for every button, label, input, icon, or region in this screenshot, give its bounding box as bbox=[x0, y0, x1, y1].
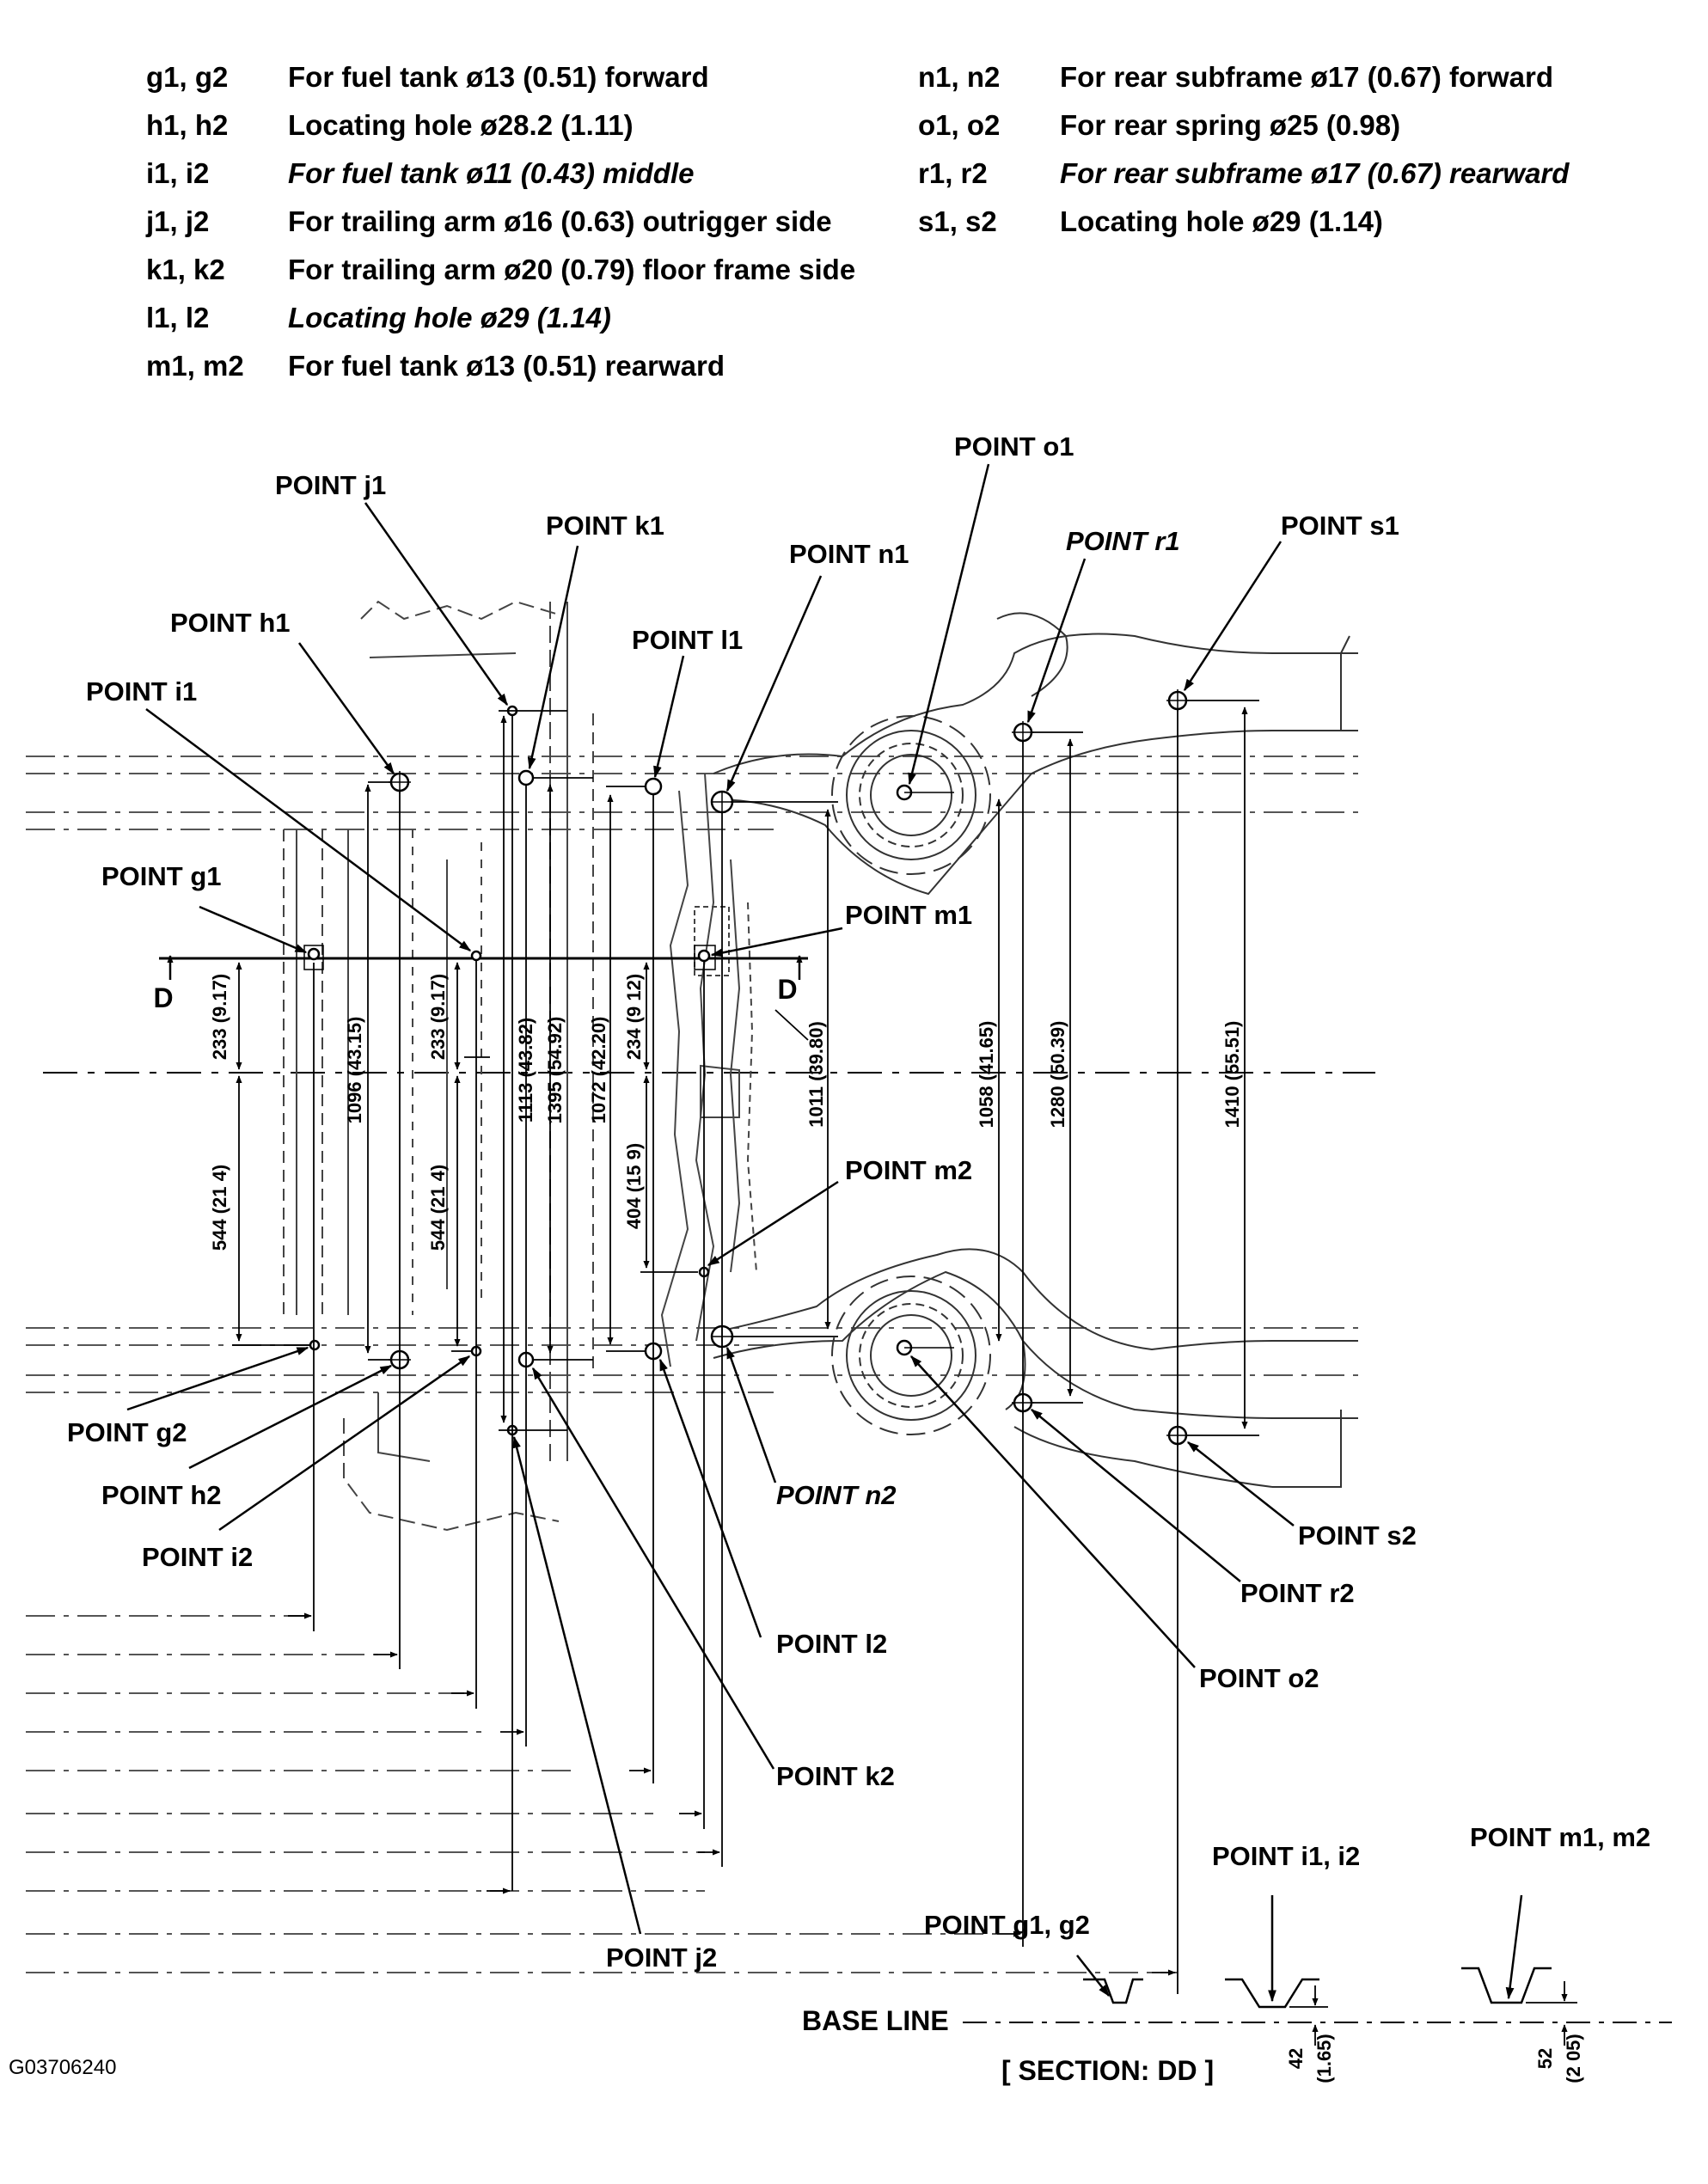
label-point-g1: POINT g1 bbox=[101, 861, 222, 891]
tunnel-outline bbox=[660, 773, 757, 1367]
dim-1280-r: 1280 (50.39) bbox=[1047, 1021, 1068, 1129]
hole-k1 bbox=[517, 769, 535, 786]
dim-1410-s: 1410 (55.51) bbox=[1221, 1021, 1243, 1129]
dim-1395-j: 1395 (54.92) bbox=[544, 1017, 566, 1124]
legend-desc: Locating hole ø29 (1.14) bbox=[288, 302, 611, 333]
dim-42-in: (1.65) bbox=[1313, 2034, 1335, 2083]
figure-id: G03706240 bbox=[9, 2056, 117, 2079]
spring-seat-lower bbox=[831, 1276, 991, 1435]
hole-l1 bbox=[644, 777, 663, 796]
dimension-lines bbox=[232, 700, 1259, 1436]
label-point-h1: POINT h1 bbox=[170, 608, 291, 638]
profile-g bbox=[1083, 1978, 1143, 2004]
legend-key: l1, l2 bbox=[146, 302, 210, 333]
label-point-l2: POINT l2 bbox=[776, 1629, 887, 1659]
hole-i1 bbox=[470, 950, 482, 962]
dim-234-m1: 234 (9 12) bbox=[623, 974, 645, 1060]
section-marker-d-right: D bbox=[777, 974, 797, 1005]
dim-42: 42 bbox=[1285, 2048, 1307, 2069]
legend-key: m1, m2 bbox=[146, 350, 244, 382]
dim-1011-n: 1011 (39.80) bbox=[805, 1021, 827, 1128]
label-point-i1-i2: POINT i1, i2 bbox=[1212, 1841, 1360, 1871]
label-point-g2: POINT g2 bbox=[67, 1417, 187, 1447]
floor-frame-outline bbox=[283, 600, 594, 1532]
profile-i bbox=[1225, 1978, 1319, 2009]
label-point-s2: POINT s2 bbox=[1298, 1520, 1417, 1551]
label-point-i2: POINT i2 bbox=[142, 1542, 253, 1572]
legend-desc: Locating hole ø29 (1.14) bbox=[1060, 205, 1383, 237]
label-point-i1: POINT i1 bbox=[86, 676, 197, 707]
dim-1058-o: 1058 (41.65) bbox=[976, 1021, 997, 1129]
label-point-h2: POINT h2 bbox=[101, 1480, 222, 1510]
dim-233-g1: 233 (9.17) bbox=[209, 974, 230, 1060]
label-point-o2: POINT o2 bbox=[1199, 1663, 1319, 1693]
hole-g1 bbox=[307, 947, 321, 961]
dim-52: 52 bbox=[1534, 2048, 1556, 2069]
spring-seat-upper bbox=[831, 715, 991, 875]
legend-key: s1, s2 bbox=[918, 205, 997, 237]
label-point-n1: POINT n1 bbox=[789, 539, 909, 569]
hole-m1 bbox=[697, 949, 711, 963]
legend-desc: For rear subframe ø17 (0.67) forward bbox=[1060, 61, 1554, 93]
legend-table: g1, g2 For fuel tank ø13 (0.51) forward … bbox=[0, 0, 1708, 404]
label-point-s1: POINT s1 bbox=[1281, 511, 1399, 541]
legend-key: o1, o2 bbox=[918, 109, 1001, 141]
profile-m bbox=[1461, 1967, 1552, 2004]
m1-bracket bbox=[694, 945, 716, 970]
dim-544-g2: 544 (21 4) bbox=[209, 1165, 230, 1251]
legend-key: j1, j2 bbox=[146, 205, 210, 237]
section-marker-d-left: D bbox=[153, 982, 173, 1013]
legend-desc: For trailing arm ø20 (0.79) floor frame … bbox=[288, 254, 856, 285]
label-point-r1: POINT r1 bbox=[1066, 526, 1180, 556]
label-point-g1-g2: POINT g1, g2 bbox=[924, 1910, 1090, 1940]
dim-1113-k: 1113 (43.82) bbox=[515, 1018, 536, 1123]
leader-lines bbox=[126, 463, 1295, 1935]
legend-desc: For fuel tank ø13 (0.51) forward bbox=[288, 61, 709, 93]
legend-desc: For trailing arm ø16 (0.63) outrigger si… bbox=[288, 205, 832, 237]
legend-desc: For fuel tank ø13 (0.51) rearward bbox=[288, 350, 725, 382]
hole-crosshairs bbox=[389, 689, 1189, 1447]
section-dd-view: BASE LINE [ SECTION: DD ] POINT g1, g2 P… bbox=[802, 1822, 1672, 2086]
legend-desc: For fuel tank ø11 (0.43) middle bbox=[288, 157, 695, 189]
rear-subframe-outline bbox=[713, 612, 1358, 1488]
label-point-o1: POINT o1 bbox=[954, 431, 1074, 462]
label-point-m1: POINT m1 bbox=[845, 900, 972, 930]
dim-52-in: (2 05) bbox=[1563, 2034, 1584, 2083]
hole-g2 bbox=[309, 1339, 321, 1351]
dim-404-m2: 404 (15 9) bbox=[623, 1143, 645, 1229]
label-point-j2: POINT j2 bbox=[606, 1942, 717, 1973]
label-point-j1: POINT j1 bbox=[275, 470, 386, 500]
label-point-m2: POINT m2 bbox=[845, 1155, 972, 1185]
label-point-k1: POINT k1 bbox=[546, 511, 664, 541]
legend-desc: For rear subframe ø17 (0.67) rearward bbox=[1060, 157, 1570, 189]
body-outline bbox=[26, 756, 1358, 1973]
dim-233-i1: 233 (9.17) bbox=[427, 974, 449, 1060]
label-point-n2: POINT n2 bbox=[776, 1480, 897, 1510]
label-point-m1-m2: POINT m1, m2 bbox=[1470, 1822, 1650, 1852]
dim-1096-h: 1096 (43.15) bbox=[344, 1017, 365, 1124]
legend-desc: For rear spring ø25 (0.98) bbox=[1060, 109, 1401, 141]
legend-key: k1, k2 bbox=[146, 254, 225, 285]
extension-lines bbox=[313, 709, 1178, 1994]
section-dd-title: [ SECTION: DD ] bbox=[1001, 2055, 1214, 2086]
base-arrows bbox=[288, 1612, 1176, 1976]
legend-key: g1, g2 bbox=[146, 61, 229, 93]
base-line-label: BASE LINE bbox=[802, 2005, 949, 2036]
dim-544-i2: 544 (21 4) bbox=[427, 1165, 449, 1251]
label-point-l1: POINT l1 bbox=[632, 625, 743, 655]
legend-key: r1, r2 bbox=[918, 157, 988, 189]
legend-desc: Locating hole ø28.2 (1.11) bbox=[288, 109, 634, 141]
legend-key: h1, h2 bbox=[146, 109, 229, 141]
legend-key: i1, i2 bbox=[146, 157, 210, 189]
dim-1072-l: 1072 (42.20) bbox=[588, 1017, 609, 1124]
legend-key: n1, n2 bbox=[918, 61, 1001, 93]
label-point-r2: POINT r2 bbox=[1240, 1578, 1355, 1608]
label-point-k2: POINT k2 bbox=[776, 1761, 895, 1791]
